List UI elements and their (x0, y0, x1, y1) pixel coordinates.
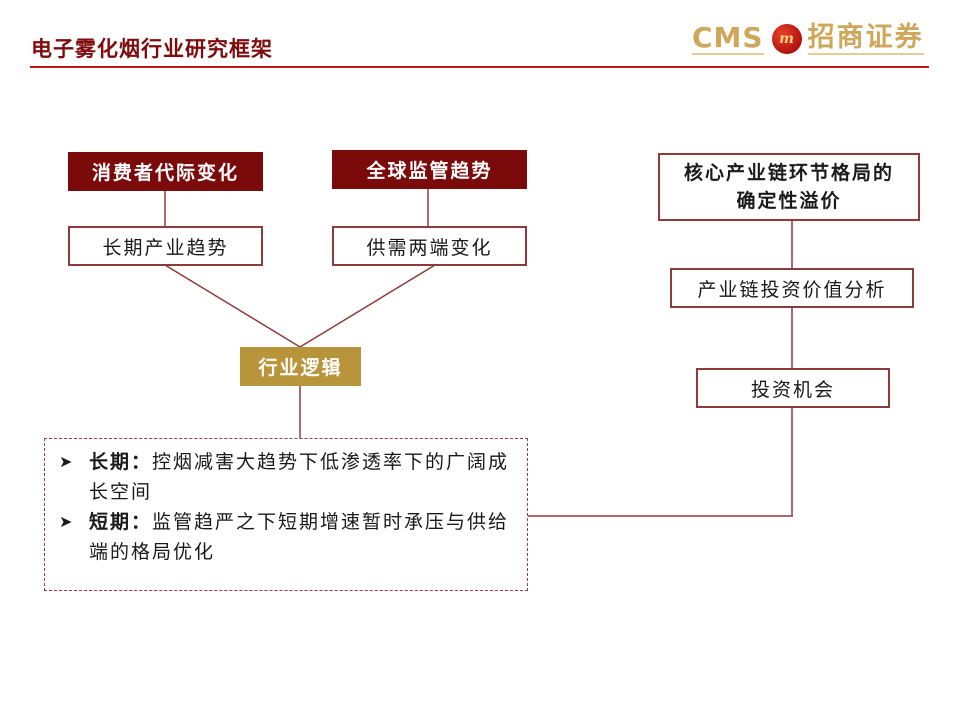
industry-logic-label: 行业逻辑 (258, 357, 343, 379)
industry-logic-box: 行业逻辑 (240, 347, 361, 386)
long-term-trend-label: 长期产业趋势 (102, 236, 229, 259)
arrow-bullet-icon: ➤ (59, 452, 75, 471)
investment-opportunity-label: 投资机会 (750, 378, 835, 401)
logo-latin-text: CMS (692, 21, 764, 55)
chain-investment-value-label: 产业链投资价值分析 (697, 278, 887, 301)
bullet-long-term-text: 控烟减害大趋势下低渗透率下的广阔成长空间 (89, 451, 510, 503)
page-title: 电子雾化烟行业研究框架 (31, 36, 273, 61)
logo-emblem-icon: m (771, 24, 802, 54)
certainty-premium-label-line2: 确定性溢价 (736, 190, 842, 212)
bullet-short-term-text: 监管趋严之下短期增速暂时承压与供给端的格局优化 (89, 511, 510, 563)
bullet-short-term: ➤ 短期：监管趋严之下短期增速暂时承压与供给端的格局优化 (59, 507, 519, 567)
chain-investment-value-box: 产业链投资价值分析 (670, 268, 914, 308)
consumer-generation-change-label: 消费者代际变化 (91, 162, 239, 184)
logo-chinese-text: 招商证券 (807, 22, 924, 55)
title-divider (30, 66, 929, 68)
certainty-premium-box: 核心产业链环节格局的 确定性溢价 (658, 153, 920, 221)
bullet-long-term: ➤ 长期：控烟减害大趋势下低渗透率下的广阔成长空间 (59, 447, 519, 507)
global-regulation-trend-box: 全球监管趋势 (332, 150, 527, 189)
global-regulation-trend-label: 全球监管趋势 (366, 160, 493, 182)
cms-logo: CMS m 招商证券 (692, 22, 924, 56)
long-term-trend-box: 长期产业趋势 (68, 226, 263, 266)
consumer-generation-change-box: 消费者代际变化 (68, 152, 263, 191)
industry-logic-detail-box: ➤ 长期：控烟减害大趋势下低渗透率下的广阔成长空间 ➤ 短期：监管趋严之下短期增… (44, 438, 528, 591)
bullet-short-term-title: 短期： (89, 511, 153, 533)
supply-demand-change-box: 供需两端变化 (332, 226, 527, 266)
arrow-bullet-icon: ➤ (59, 512, 75, 531)
supply-demand-change-label: 供需两端变化 (366, 236, 493, 259)
bullet-long-term-title: 长期： (89, 451, 153, 473)
certainty-premium-label-line1: 核心产业链环节格局的 (683, 162, 894, 184)
investment-opportunity-box: 投资机会 (696, 368, 890, 408)
